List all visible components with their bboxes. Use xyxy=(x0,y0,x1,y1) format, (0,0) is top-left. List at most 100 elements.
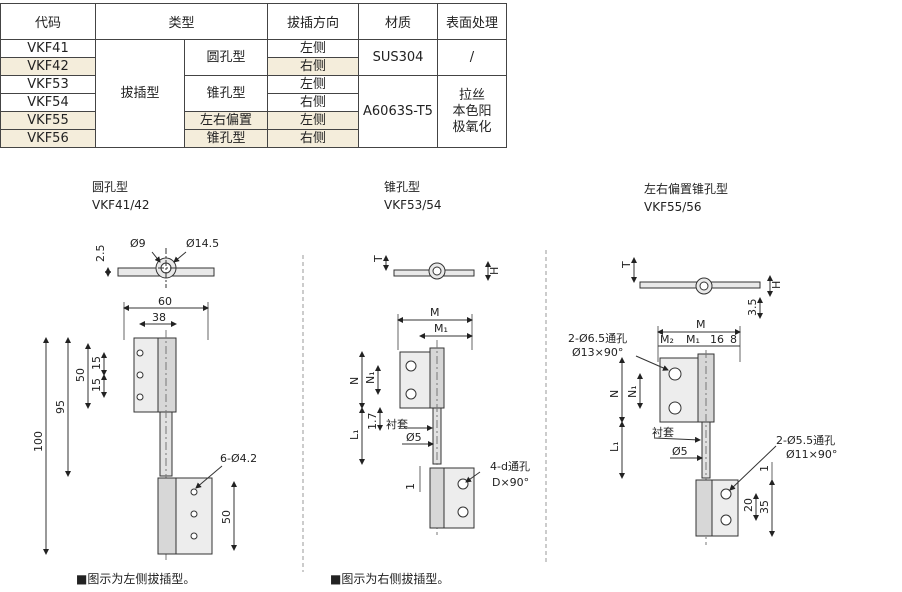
dim-label: 50 xyxy=(220,510,233,524)
taper-lower-knuckle xyxy=(429,467,445,529)
taper-models: VKF53/54 xyxy=(384,198,442,212)
header-code: 代码 xyxy=(0,3,96,40)
dim-label: 1 xyxy=(758,465,771,472)
round-models: VKF41/42 xyxy=(92,198,150,212)
round-caption: 圆孔型 VKF41/42 xyxy=(92,178,150,214)
subtype-cell: 圆孔型 xyxy=(184,39,268,76)
offset-dim-labels: T H 3.5 M M₂ M₁ 16 8 2-Ø6.5通孔 Ø13×90° N … xyxy=(568,261,837,514)
offset-models: VKF55/56 xyxy=(644,200,702,214)
type-main-cell: 拔插型 xyxy=(95,39,185,148)
dim-label: M xyxy=(696,318,706,331)
dim-label: L₁ xyxy=(348,429,361,440)
subtype-cell: 锥孔型 xyxy=(184,129,268,148)
offset-pin-hole xyxy=(699,281,709,291)
table-row: VKF56 锥孔型 右侧 xyxy=(0,129,507,148)
dim-label: 2-Ø6.5通孔 xyxy=(568,332,627,345)
note-left-type: ■图示为左侧拔插型。 xyxy=(76,572,196,586)
dim-label: N₁ xyxy=(626,385,639,398)
dim-label: M₁ xyxy=(686,333,700,346)
dim-label: L₁ xyxy=(608,441,621,452)
dim-label: 4-d通孔 xyxy=(490,460,530,473)
code-cell: VKF42 xyxy=(0,57,96,76)
table-row: VKF41 拔插型 圆孔型 左侧 SUS304 / xyxy=(0,39,507,148)
dim-label: Ø11×90° xyxy=(786,448,837,461)
leader-line xyxy=(729,445,777,491)
dim-label: 100 xyxy=(32,431,45,452)
spec-table: 代码 类型 拔插方向 材质 表面处理 VKF41 拔插型 圆孔型 左侧 SUS3… xyxy=(0,3,507,148)
note-right-type: ■图示为右侧拔插型。 xyxy=(330,572,450,586)
dim-label: N xyxy=(348,377,361,385)
mount-hole xyxy=(136,393,144,401)
countersunk-hole xyxy=(720,488,732,500)
leader-line xyxy=(173,251,187,263)
direction-cell: 左侧 xyxy=(267,39,359,58)
dim-label: 35 xyxy=(758,500,771,514)
dim-label: 2-Ø5.5通孔 xyxy=(776,434,835,447)
offset-caption: 左右偏置锥孔型 VKF55/56 xyxy=(644,180,728,216)
dim-label: 衬套 xyxy=(386,418,408,431)
dim-label: 15 xyxy=(90,356,103,370)
dim-label: 95 xyxy=(54,400,67,414)
round-lower-knuckle xyxy=(157,477,177,555)
mount-hole xyxy=(190,488,198,496)
round-upper-knuckle xyxy=(157,337,177,413)
finish-cell: / xyxy=(437,39,507,76)
countersunk-hole xyxy=(668,367,682,381)
dim-label: H xyxy=(488,267,501,275)
countersunk-hole xyxy=(405,360,417,372)
dim-label: D×90° xyxy=(492,476,529,489)
table-row: VKF42 右侧 xyxy=(0,57,507,76)
leader-line xyxy=(151,251,161,263)
direction-cell: 右侧 xyxy=(267,129,359,148)
mount-hole xyxy=(190,532,198,540)
taper-title: 锥孔型 xyxy=(384,180,421,194)
dim-label: 3.5 xyxy=(746,299,759,317)
mount-hole xyxy=(136,349,144,357)
direction-cell: 左侧 xyxy=(267,111,359,130)
taper-pin-hole xyxy=(432,266,442,276)
dim-label: Ø9 xyxy=(130,237,146,250)
table-row: VKF53 锥孔型 左侧 A6063S-T5 拉丝 本色阳 极氧化 xyxy=(0,75,507,148)
offset-hinge-drawing xyxy=(619,257,777,545)
leader-line xyxy=(195,465,223,489)
finish-line: 本色阳 xyxy=(452,103,492,119)
round-hinge-drawing xyxy=(43,248,237,560)
taper-caption: 锥孔型 VKF53/54 xyxy=(384,178,442,214)
dim-label: Ø14.5 xyxy=(186,237,219,250)
leader-line xyxy=(465,471,481,483)
offset-lower-knuckle xyxy=(695,479,713,537)
countersunk-hole xyxy=(457,478,469,490)
header-finish: 表面处理 xyxy=(437,3,507,40)
table-header-row: 代码 类型 拔插方向 材质 表面处理 xyxy=(0,3,507,40)
leader-line xyxy=(653,436,701,443)
direction-cell: 左侧 xyxy=(267,75,359,94)
dim-label: 衬套 xyxy=(652,426,674,439)
taper-hinge-drawing xyxy=(359,255,491,535)
dim-label: 50 xyxy=(74,368,87,382)
dim-label: T xyxy=(372,255,385,263)
dim-label: 2.5 xyxy=(94,245,107,263)
dim-label: M₂ xyxy=(660,333,674,346)
mount-hole xyxy=(190,510,198,518)
countersunk-hole xyxy=(457,506,469,518)
dim-label: 1 xyxy=(404,483,417,490)
dim-label: 16 xyxy=(710,333,724,346)
countersunk-hole xyxy=(405,388,417,400)
code-cell: VKF56 xyxy=(0,129,96,148)
dim-label: M xyxy=(430,306,440,319)
finish-line: 拉丝 xyxy=(458,87,485,103)
code-cell: VKF55 xyxy=(0,111,96,130)
dim-label: Ø5 xyxy=(406,431,422,444)
dim-label: 8 xyxy=(730,333,737,346)
leader-line xyxy=(635,355,669,371)
dim-label: 60 xyxy=(158,295,172,308)
dim-label: 15 xyxy=(90,378,103,392)
material-cell: A6063S-T5 xyxy=(358,75,438,148)
offset-title: 左右偏置锥孔型 xyxy=(644,182,729,196)
dim-label: 1.7 xyxy=(366,413,379,431)
dim-label: T xyxy=(620,261,633,269)
dim-label: Ø5 xyxy=(672,445,688,458)
mount-hole xyxy=(136,371,144,379)
material-cell: SUS304 xyxy=(358,39,438,76)
